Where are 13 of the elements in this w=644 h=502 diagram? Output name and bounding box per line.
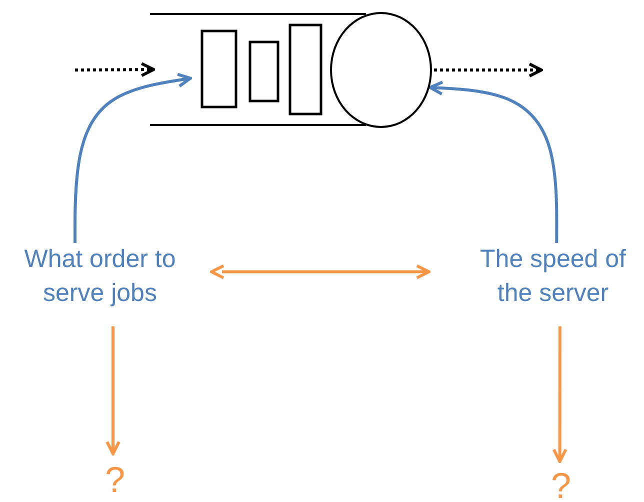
- label-text: The speed of the server: [479, 244, 627, 309]
- curved-arrow: [428, 80, 558, 243]
- question-mark: ?: [550, 464, 572, 502]
- queue-buffer: [150, 13, 366, 126]
- curved-arrow: [106, 326, 120, 456]
- double-arrow: [210, 264, 430, 280]
- dotted-arrow: [74, 62, 156, 78]
- curved-arrow: [552, 326, 568, 463]
- label-text: What order to serve jobs: [23, 244, 177, 309]
- dotted-arrow: [434, 62, 543, 78]
- curved-arrow: [74, 72, 192, 243]
- server-circle: [330, 12, 432, 128]
- question-mark: ?: [104, 458, 126, 502]
